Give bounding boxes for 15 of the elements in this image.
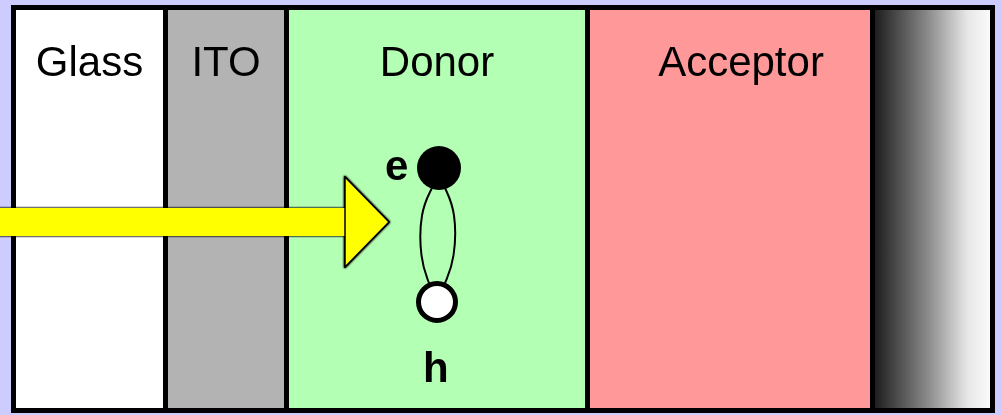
charge-label: h: [423, 346, 449, 390]
electron-circle: [417, 146, 461, 190]
layer-label: ITO: [190, 38, 262, 86]
metal-electrode-layer: [870, 5, 995, 413]
light-arrow: [0, 176, 390, 268]
charge-label: e: [385, 144, 409, 188]
layer-region: [585, 5, 870, 413]
exciton-loop: [419, 187, 457, 284]
layer-label: Glass: [34, 38, 145, 86]
layer-region: [284, 5, 585, 413]
layer-region: [11, 5, 163, 413]
layer-label: Donor: [378, 38, 496, 86]
hole-circle: [416, 281, 458, 323]
layer-label: Acceptor: [657, 38, 825, 86]
layer-region: [163, 5, 284, 413]
